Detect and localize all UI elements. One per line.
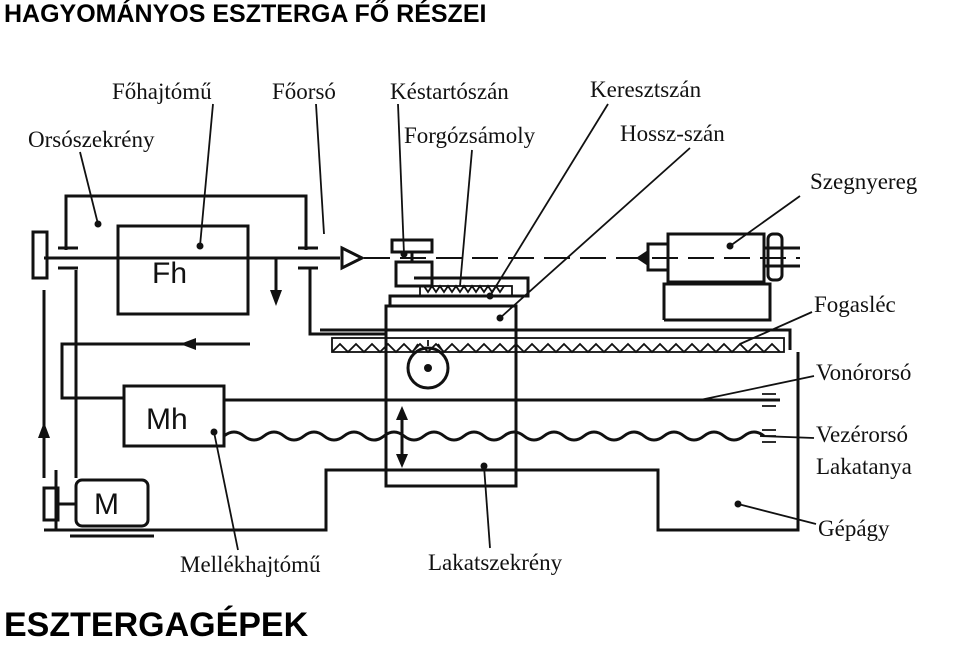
bed-top-rail — [320, 328, 792, 350]
pinion-gear — [406, 346, 450, 390]
label-vezerorso: Vezérorsó — [816, 422, 908, 447]
label-fohajtomu: Főhajtómű — [112, 79, 212, 104]
cross-slide — [388, 276, 530, 306]
label-lakatszekreny: Lakatszekrény — [428, 550, 563, 575]
pinion-hub — [424, 364, 432, 372]
spindle-center-tip — [340, 245, 366, 271]
tailstock-center — [636, 250, 648, 266]
tool-post — [394, 260, 434, 288]
fh-label: Fh — [152, 257, 187, 290]
drive-line — [308, 268, 386, 336]
label-vonororso: Vonórorsó — [816, 360, 911, 385]
compound-teeth — [423, 284, 505, 294]
feed-down-arrow — [270, 290, 282, 306]
chuck-plate — [31, 230, 49, 280]
halfnut-arrow-up — [396, 406, 408, 420]
bearing-left — [58, 246, 78, 270]
bearing-right — [298, 246, 318, 270]
label-foorso: Főorsó — [272, 79, 336, 104]
label-keresztszan: Keresztszán — [590, 77, 702, 102]
label-mellekhajtomu: Mellékhajtómű — [180, 552, 321, 577]
belt-arrow — [38, 422, 50, 438]
rack-bar — [331, 337, 785, 353]
compound-slide — [419, 285, 513, 297]
label-lakatanya: Lakatanya — [816, 454, 912, 479]
label-forgozsamoly: Forgózsámoly — [404, 123, 536, 148]
tailstock-base — [662, 282, 772, 322]
mh-block — [122, 384, 226, 448]
label-gepagy: Gépágy — [818, 516, 890, 541]
label-hosszszan: Hossz-szán — [620, 121, 725, 146]
label-kestartoszan: Késtartószán — [390, 79, 509, 104]
pinion-gear-teeth — [413, 340, 443, 351]
leader-lines — [79, 103, 817, 551]
leader-dots — [94, 220, 742, 508]
label-szegnyereg: Szegnyereg — [810, 169, 918, 194]
rack-teeth — [331, 342, 781, 354]
spindle-housing — [64, 194, 308, 250]
halfnut-arrow-down — [396, 454, 408, 468]
label-orsoszekreny: Orsószekrény — [28, 127, 155, 152]
feed-rod-end — [762, 393, 776, 407]
apron-block — [384, 304, 518, 488]
tool-post-clamp — [390, 238, 434, 254]
lead-screw — [223, 430, 765, 442]
tailstock-wheel — [766, 232, 784, 282]
motor-label: M — [94, 488, 119, 521]
feed-loop-arrow — [180, 338, 196, 350]
label-fogasle: Fogasléc — [814, 292, 896, 317]
fh-block — [116, 224, 250, 316]
footer-title: ESZTERGAGÉPEK — [4, 606, 309, 644]
feed-loop — [60, 342, 250, 400]
page-title: HAGYOMÁNYOS ESZTERGA FŐ RÉSZEI — [4, 0, 487, 28]
mh-label: Mh — [146, 403, 188, 436]
